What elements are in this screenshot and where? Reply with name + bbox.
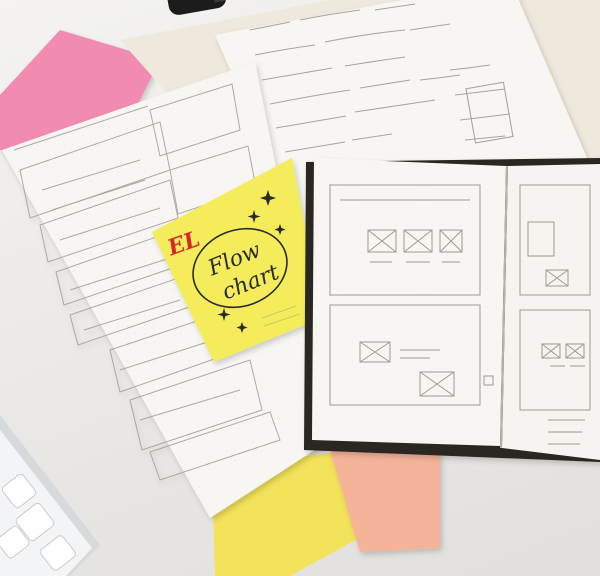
pen [167,0,227,15]
flowchart-sticky-note: EL Flow chart [152,158,322,362]
sparkle-icon [217,190,286,333]
peach-sticky-note [330,450,440,552]
open-wireframe-notebook [304,158,600,462]
keyboard [0,415,100,576]
